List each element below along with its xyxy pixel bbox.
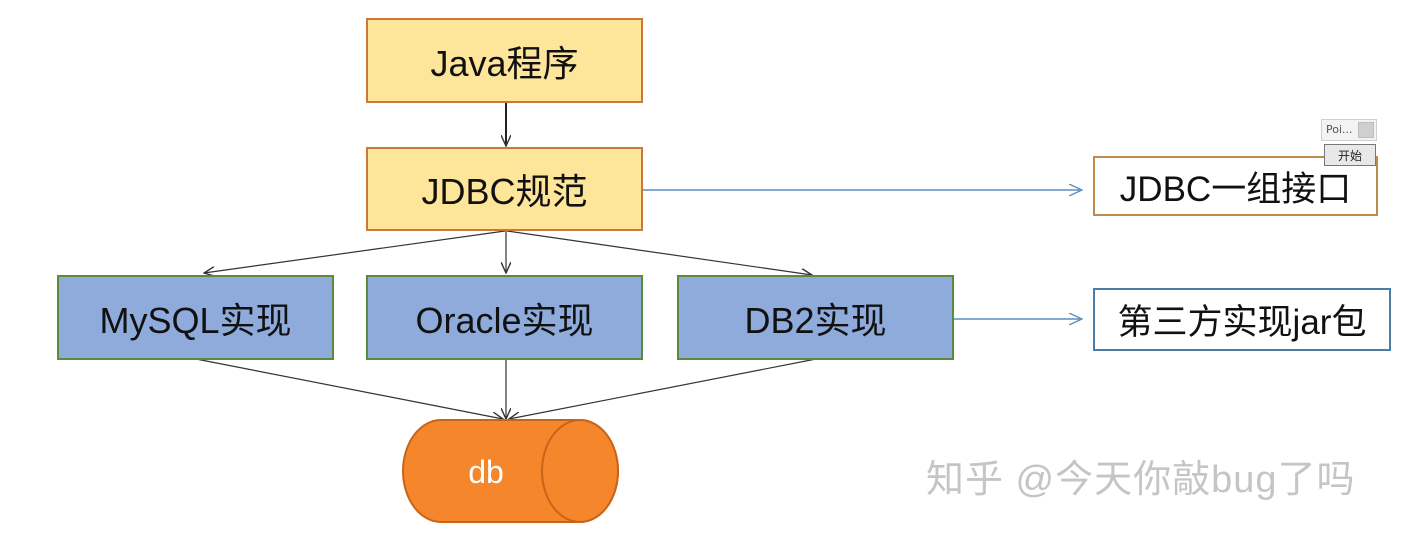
db-label: db: [468, 453, 504, 490]
db2-impl-box: DB2实现: [677, 275, 954, 360]
start-button[interactable]: 开始: [1324, 144, 1376, 166]
db2-impl-label: DB2实现: [744, 299, 887, 341]
java-program-label: Java程序: [430, 42, 579, 84]
arrow-jdbc-to-db2: [506, 230, 812, 275]
third-party-jars-label: 第三方实现jar包: [1117, 303, 1367, 342]
mysql-impl-box: MySQL实现: [57, 275, 334, 360]
floating-widget[interactable]: Poi... 开始: [1321, 119, 1377, 167]
mysql-impl-label: MySQL实现: [99, 299, 292, 341]
jdbc-spec-label: JDBC规范: [421, 171, 588, 212]
watermark: 知乎 @今天你敲bug了吗: [926, 459, 1356, 501]
close-icon[interactable]: [1358, 122, 1374, 138]
widget-titlebar[interactable]: Poi...: [1321, 119, 1377, 141]
jdbc-interfaces-label: JDBC一组接口: [1119, 169, 1352, 209]
jdbc-spec-box: JDBC规范: [366, 147, 643, 231]
arrow-db2-to-db: [509, 358, 817, 419]
oracle-impl-box: Oracle实现: [366, 275, 643, 360]
db-cylinder: [402, 419, 619, 523]
arrow-jdbc-to-mysql: [204, 230, 506, 273]
third-party-jars-note: 第三方实现jar包: [1093, 288, 1391, 351]
java-program-box: Java程序: [366, 18, 643, 103]
oracle-impl-label: Oracle实现: [415, 299, 594, 341]
arrow-mysql-to-db: [195, 358, 503, 419]
widget-title: Poi...: [1326, 123, 1353, 136]
jdbc-interfaces-note: JDBC一组接口: [1093, 156, 1378, 216]
